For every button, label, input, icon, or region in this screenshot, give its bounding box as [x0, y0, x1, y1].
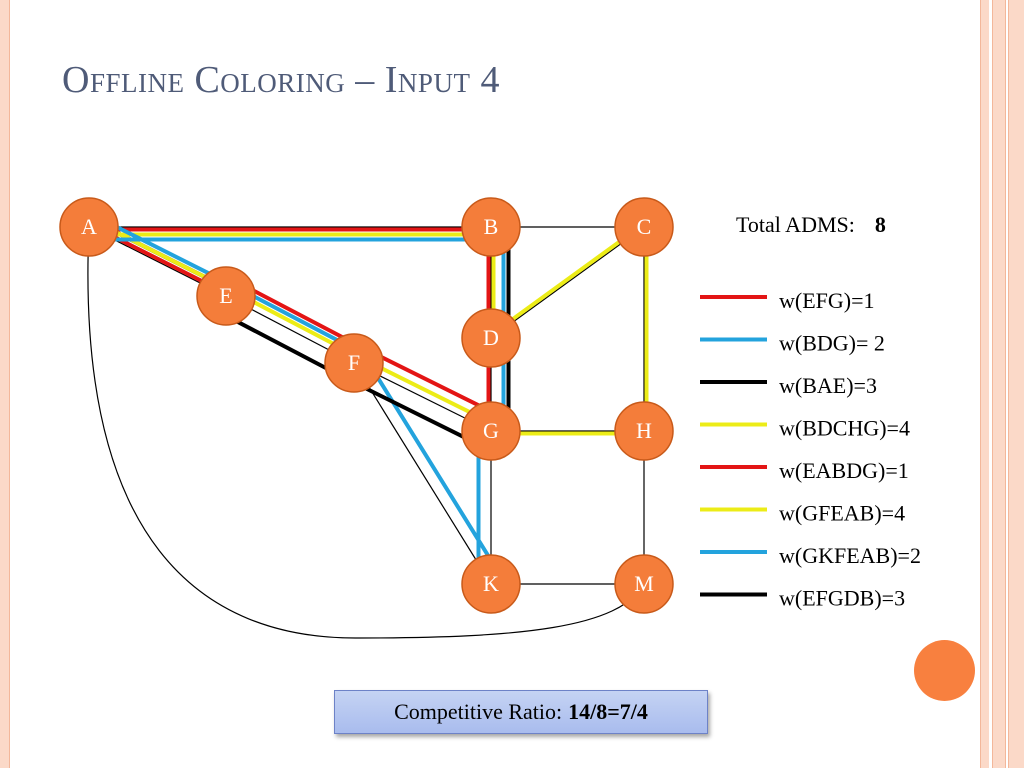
- path-lines: [87, 213, 649, 586]
- node-M-circle: [614, 554, 674, 614]
- path-line-6: [87, 213, 504, 586]
- node-D: D: [461, 308, 521, 368]
- node-E-circle: [196, 266, 256, 326]
- node-M: M: [614, 554, 674, 614]
- legend-label: w(EFG)=1: [779, 288, 875, 313]
- legend-label: w(BAE)=3: [779, 373, 877, 398]
- node-A: A: [59, 197, 119, 257]
- legend-label: w(BDG)= 2: [779, 331, 885, 356]
- competitive-ratio-label: Competitive Ratio:: [394, 699, 563, 724]
- node-B-label: B: [484, 214, 499, 239]
- edge-F-K: [353, 362, 492, 585]
- node-K-label: K: [483, 571, 499, 596]
- node-F-circle: [324, 333, 384, 393]
- node-G-circle: [461, 401, 521, 461]
- node-D-circle: [461, 308, 521, 368]
- competitive-ratio-value: 14/8=7/4: [568, 699, 648, 724]
- node-G: G: [461, 401, 521, 461]
- graph-nodes: A B C D E F G H K M: [59, 197, 674, 614]
- node-K: K: [461, 554, 521, 614]
- legend-label: w(BDCHG)=4: [779, 416, 910, 441]
- path-line-5: [87, 218, 496, 427]
- legend-item: w(BDG)= 2: [700, 331, 885, 356]
- edge-D-C: [490, 226, 645, 339]
- node-A-circle: [59, 197, 119, 257]
- legend-label: w(EFGDB)=3: [779, 586, 905, 611]
- node-F: F: [324, 333, 384, 393]
- competitive-ratio-box: Competitive Ratio:14/8=7/4: [334, 690, 708, 734]
- total-adms-label: Total ADMS:: [736, 212, 855, 237]
- total-adms: Total ADMS: 8: [736, 212, 886, 238]
- legend-item: w(EFG)=1: [700, 288, 875, 313]
- node-E: E: [196, 266, 256, 326]
- node-H-circle: [614, 401, 674, 461]
- legend-item: w(EABDG)=1: [700, 458, 909, 483]
- node-G-label: G: [483, 418, 499, 443]
- node-F-label: F: [348, 350, 360, 375]
- node-B-circle: [461, 197, 521, 257]
- right-frame-border: [980, 0, 1024, 768]
- node-A-label: A: [81, 214, 97, 239]
- node-C-label: C: [637, 214, 652, 239]
- node-C: C: [614, 197, 674, 257]
- legend-label: w(GFEAB)=4: [779, 501, 905, 526]
- legend-item: w(EFGDB)=3: [700, 586, 905, 611]
- legend-label: w(EABDG)=1: [779, 458, 909, 483]
- legend-item: w(BDCHG)=4: [700, 416, 910, 441]
- node-E-label: E: [219, 283, 232, 308]
- node-H-label: H: [636, 418, 652, 443]
- edge-A-M: [87, 226, 645, 639]
- node-D-label: D: [483, 325, 499, 350]
- node-H: H: [614, 401, 674, 461]
- node-K-circle: [461, 554, 521, 614]
- node-B: B: [461, 197, 521, 257]
- legend: w(EFG)=1 w(BDG)= 2 w(BAE)=3 w(BDCHG)=4 w(EAB…: [700, 288, 921, 611]
- decorative-circle: [914, 640, 975, 701]
- legend-item: w(BAE)=3: [700, 373, 877, 398]
- legend-label: w(GKFEAB)=2: [779, 543, 921, 568]
- path-line-4: [87, 222, 493, 431]
- left-frame-border: [0, 0, 10, 768]
- node-C-circle: [614, 197, 674, 257]
- total-adms-value: 8: [874, 212, 886, 237]
- node-M-label: M: [634, 571, 654, 596]
- page-title: Offline Coloring – Input 4: [62, 59, 500, 101]
- legend-item: w(GKFEAB)=2: [700, 543, 921, 568]
- legend-item: w(GFEAB)=4: [700, 501, 905, 526]
